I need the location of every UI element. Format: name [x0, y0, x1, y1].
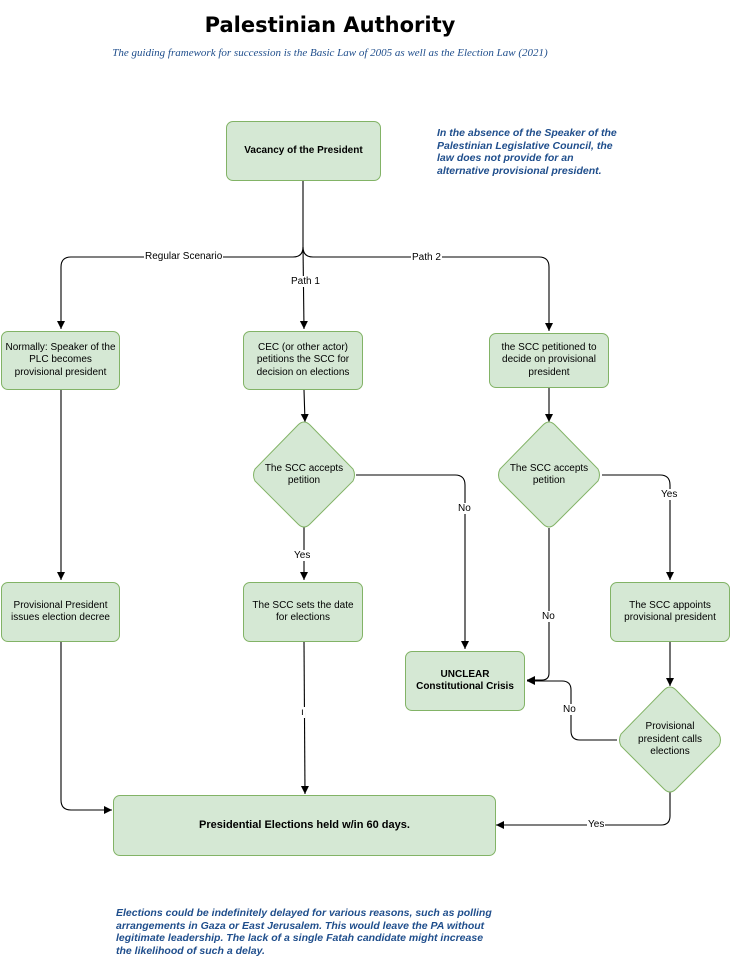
edge-cec-accepts: [300, 389, 309, 423]
diamond-text-accepts-1: The SCC accepts petition: [264, 462, 344, 487]
label-path-1: Path 1: [290, 276, 321, 287]
label-yes-accepts-1: Yes: [293, 550, 312, 561]
label-yes-accepts-2: Yes: [660, 489, 679, 500]
label-mark: ı: [300, 707, 305, 718]
edge-regular: [57, 246, 304, 329]
page-subtitle: The guiding framework for succession is …: [112, 47, 548, 59]
edge-accepts2-yes: [602, 474, 674, 580]
note-bottom: Elections could be indefinitely delayed …: [116, 907, 492, 957]
label-yes-calls: Yes: [587, 819, 606, 830]
node-unclear-crisis: UNCLEAR Constitutional Crisis: [405, 651, 525, 711]
node-scc-appoints: The SCC appoints provisional president: [610, 582, 730, 642]
node-scc-petitioned: the SCC petitioned to decide on provisio…: [489, 333, 609, 388]
diamond-accepts-2: [498, 421, 600, 528]
diamond-accepts-1: [253, 421, 355, 528]
edge-accepts1-no: [356, 474, 469, 649]
edge-accepts2-no: [527, 528, 550, 684]
note-top-right: In the absence of the Speaker of the Pal…: [437, 127, 617, 177]
diamond-text-accepts-2: The SCC accepts petition: [509, 462, 589, 487]
diamond-text-calls: Provisional president calls elections: [638, 721, 702, 758]
node-presidential-elections: Presidential Elections held w/in 60 days…: [113, 795, 496, 856]
edge-setsdate-elections: [300, 641, 309, 795]
edge-decree-elections: [60, 642, 112, 814]
label-regular-scenario: Regular Scenario: [144, 251, 224, 262]
edge-path1: [299, 246, 308, 330]
label-path-2: Path 2: [411, 252, 442, 263]
edge-calls-yes: [496, 792, 671, 829]
page-title: Palestinian Authority: [204, 13, 456, 37]
diamond-calls: [619, 686, 721, 793]
label-no-accepts-1: No: [457, 503, 472, 514]
node-cec-petition: CEC (or other actor) petitions the SCC f…: [243, 331, 363, 390]
node-vacancy: Vacancy of the President: [226, 121, 381, 181]
node-scc-sets-date: The SCC sets the date for elections: [243, 582, 363, 642]
node-speaker-provisional: Normally: Speaker of the PLC becomes pro…: [1, 331, 120, 390]
label-no-accepts-2: No: [541, 611, 556, 622]
label-no-calls: No: [562, 704, 577, 715]
edge-path2: [302, 246, 553, 331]
node-provisional-decree: Provisional President issues election de…: [1, 582, 120, 642]
